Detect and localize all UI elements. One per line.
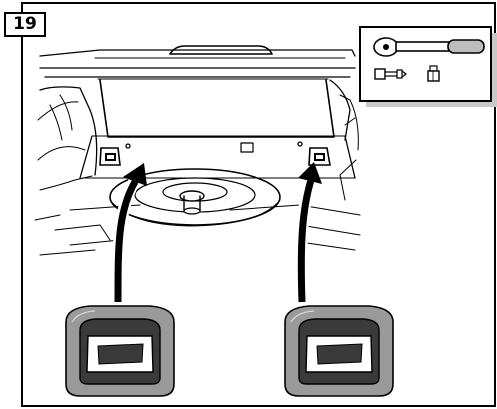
left-clip-mount <box>99 147 121 166</box>
figure-border <box>21 2 496 407</box>
left-install-arrow <box>112 163 147 306</box>
right-bumper-clip <box>284 305 394 397</box>
tools-inset <box>359 26 497 107</box>
ratchet-icon <box>373 37 485 57</box>
left-bumper-clip <box>65 305 175 397</box>
right-install-arrow <box>295 162 322 306</box>
inset-box <box>359 26 492 102</box>
step-number-badge: 19 <box>4 12 46 37</box>
extension-bar-icon <box>374 68 407 80</box>
socket-icon <box>427 65 440 82</box>
right-clip-mount <box>308 147 331 166</box>
